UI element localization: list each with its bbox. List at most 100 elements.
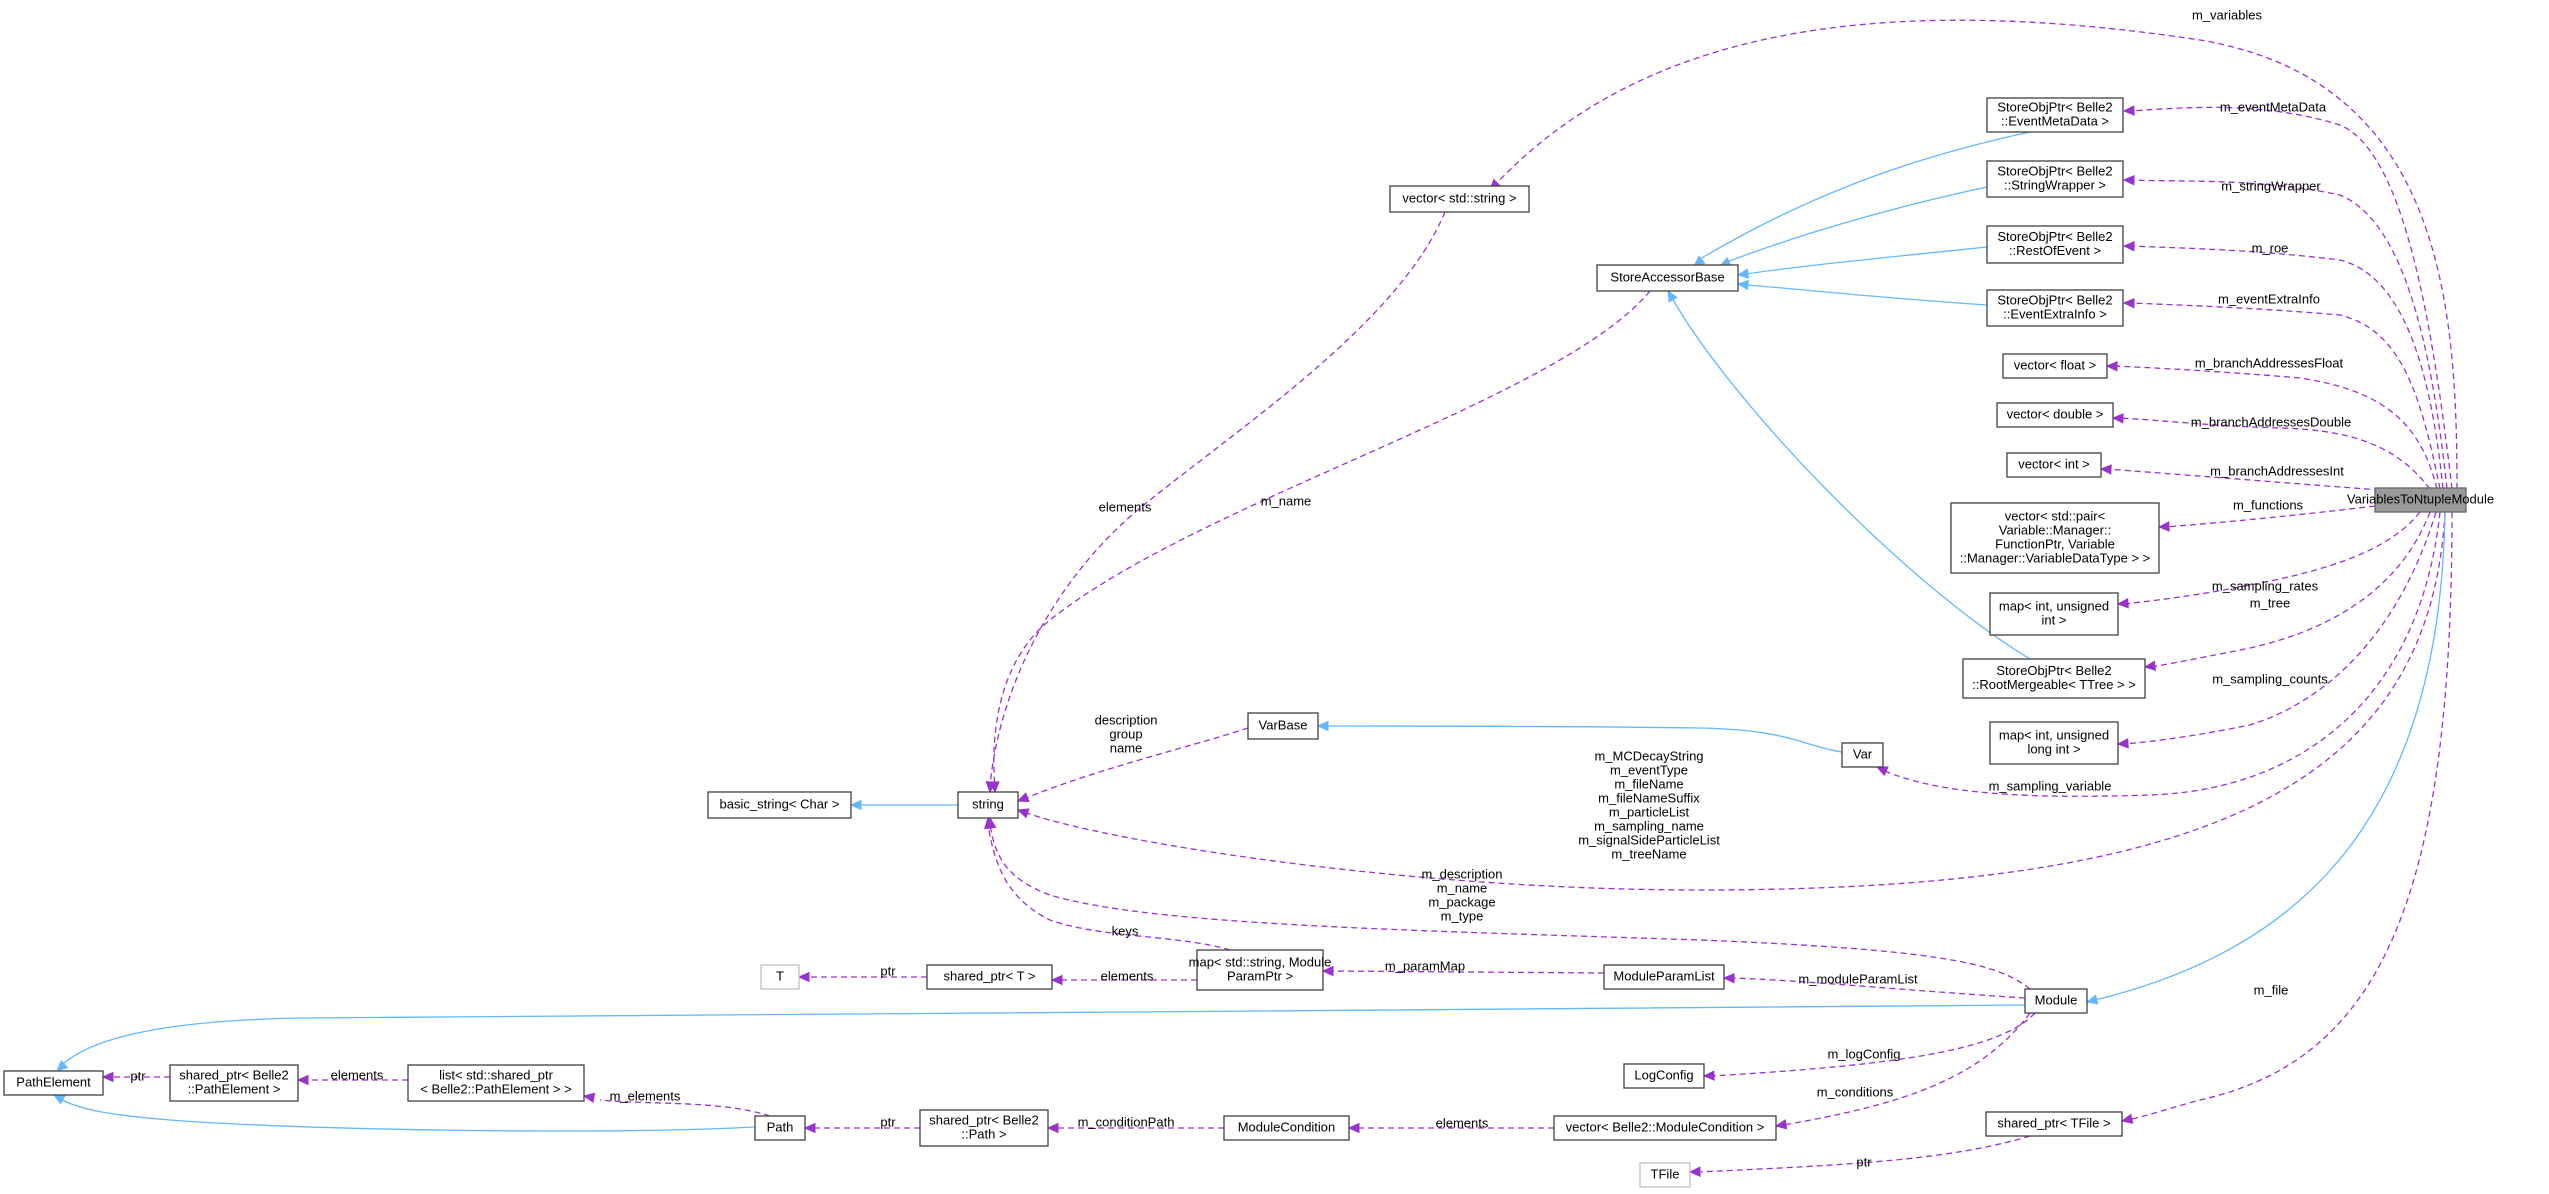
usage-arrowhead: [1046, 1122, 1059, 1134]
usage-arrowhead: [582, 1092, 596, 1104]
edge-sr: [2116, 511, 2421, 609]
edge-label: elements: [331, 1067, 384, 1082]
edge-log: [1702, 1012, 2036, 1081]
edge-vi: [2099, 464, 2381, 491]
node-pe[interactable]: PathElement: [3, 1070, 104, 1096]
node-label: Module: [2035, 992, 2078, 1007]
inheritance-arrowhead: [2085, 994, 2099, 1005]
node-emd[interactable]: StoreObjPtr< Belle2::EventMetaData >: [1986, 97, 2124, 133]
edge-file: [2120, 511, 2453, 1124]
node-box: [1996, 402, 2114, 428]
inheritance-line: [2094, 511, 2446, 1001]
node-label: ::StringWrapper >: [2004, 177, 2106, 192]
node-box: [1623, 1063, 1705, 1089]
node-mc[interactable]: ModuleCondition: [1223, 1115, 1350, 1141]
node-box: [1986, 225, 2124, 264]
node-box: [1989, 721, 2119, 765]
node-label: StoreObjPtr< Belle2: [1997, 163, 2112, 178]
inheritance-line: [1325, 725, 1843, 753]
node-label: ModuleParamList: [1613, 968, 1715, 983]
usage-arrowhead: [1321, 965, 1334, 977]
edge-label: m_roe: [2252, 240, 2289, 255]
node-label: vector< double >: [2007, 406, 2104, 421]
node-spT[interactable]: shared_ptr< T >: [926, 964, 1053, 990]
edge-label: ptr: [1856, 1154, 1872, 1169]
node-vtnm[interactable]: VariablesToNtupleModule: [2347, 487, 2494, 513]
usage-arrowhead: [1050, 974, 1063, 986]
node-sab[interactable]: StoreAccessorBase: [1596, 264, 1739, 292]
usage-line: [1881, 511, 2441, 797]
node-mpl[interactable]: ModuleParamList: [1603, 964, 1725, 990]
usage-arrowhead: [1722, 972, 1735, 984]
edge-sc: [2116, 511, 2437, 749]
edge-label: ptr: [880, 1114, 896, 1129]
usage-line: [2123, 511, 2437, 745]
node-module[interactable]: Module: [2024, 988, 2088, 1014]
node-label: vector< std::string >: [1402, 190, 1516, 205]
node-box: [169, 1064, 299, 1102]
node-vmc[interactable]: vector< Belle2::ModuleCondition >: [1553, 1115, 1777, 1141]
node-sw[interactable]: StoreObjPtr< Belle2::StringWrapper >: [1986, 160, 2124, 198]
inheritance-line: [1745, 246, 1988, 275]
node-box: [1196, 949, 1324, 991]
usage-line: [987, 823, 1231, 951]
edge-str: [1016, 511, 2446, 891]
node-label: map< int, unsigned: [1999, 727, 2109, 742]
usage-arrowhead: [985, 781, 997, 794]
node-lsp[interactable]: list< std::shared_ptr< Belle2::PathEleme…: [407, 1064, 585, 1102]
node-box: [1986, 97, 2124, 133]
node-rm[interactable]: StoreObjPtr< Belle2::RootMergeable< TTre…: [1962, 658, 2146, 699]
node-varbase[interactable]: VarBase: [1247, 712, 1319, 740]
node-box: [3, 1070, 104, 1096]
node-path[interactable]: Path: [754, 1115, 806, 1141]
node-label: VarBase: [1259, 717, 1308, 732]
inheritance-arrowhead: [1736, 268, 1750, 279]
node-box: [1639, 1162, 1691, 1188]
node-roe[interactable]: StoreObjPtr< Belle2::RestOfEvent >: [1986, 225, 2124, 264]
node-vstring[interactable]: vector< std::string >: [1389, 185, 1530, 213]
edge-label: m_eventType: [1610, 762, 1688, 777]
node-box: [2024, 988, 2088, 1014]
edge-label: m_conditions: [1817, 1084, 1894, 1099]
usage-line: [1710, 1012, 2036, 1077]
edge-label: ptr: [130, 1068, 146, 1083]
node-var[interactable]: Var: [1841, 742, 1884, 768]
edge-sppe: [101, 1071, 170, 1083]
edge-sab-eei: [1736, 279, 1988, 306]
node-sppath[interactable]: shared_ptr< Belle2::Path >: [919, 1109, 1049, 1147]
edge-label: m_paramMap: [1385, 958, 1465, 973]
edge-keys: [983, 816, 1231, 951]
edge-label: m_MCDecayString: [1594, 748, 1703, 763]
usage-arrowhead: [1875, 766, 1889, 777]
node-box: [1553, 1115, 1777, 1141]
edge-label: m_package: [1428, 894, 1495, 909]
edge-label: m_signalSideParticleList: [1578, 832, 1720, 847]
node-vdouble[interactable]: vector< double >: [1996, 402, 2114, 428]
node-vfloat[interactable]: vector< float >: [2002, 353, 2108, 379]
node-sppe[interactable]: shared_ptr< Belle2::PathElement >: [169, 1064, 299, 1102]
node-logconfig[interactable]: LogConfig: [1623, 1063, 1705, 1089]
node-box: [707, 791, 852, 819]
edge-sppath: [803, 1122, 920, 1134]
node-eei[interactable]: StoreObjPtr< Belle2::EventExtraInfo >: [1986, 289, 2124, 327]
node-sptfile[interactable]: shared_ptr< TFile >: [1985, 1111, 2123, 1137]
node-vpair[interactable]: vector< std::pair<Variable::Manager::Fun…: [1950, 502, 2160, 574]
usage-line: [989, 823, 2031, 990]
node-box: [919, 1109, 1049, 1147]
node-label: vector< int >: [2018, 456, 2090, 471]
node-label: string: [972, 796, 1004, 811]
edge-sab-roe: [1736, 246, 1988, 279]
node-vint[interactable]: vector< int >: [2006, 452, 2102, 478]
node-string[interactable]: string: [957, 791, 1019, 819]
node-label: ::EventMetaData >: [2001, 113, 2109, 128]
node-bstr[interactable]: basic_string< Char >: [707, 791, 852, 819]
node-label: StoreObjPtr< Belle2: [1997, 292, 2112, 307]
node-label: StoreObjPtr< Belle2: [1996, 663, 2111, 678]
edge-eei: [2122, 298, 2441, 490]
usage-arrowhead: [2122, 174, 2135, 186]
